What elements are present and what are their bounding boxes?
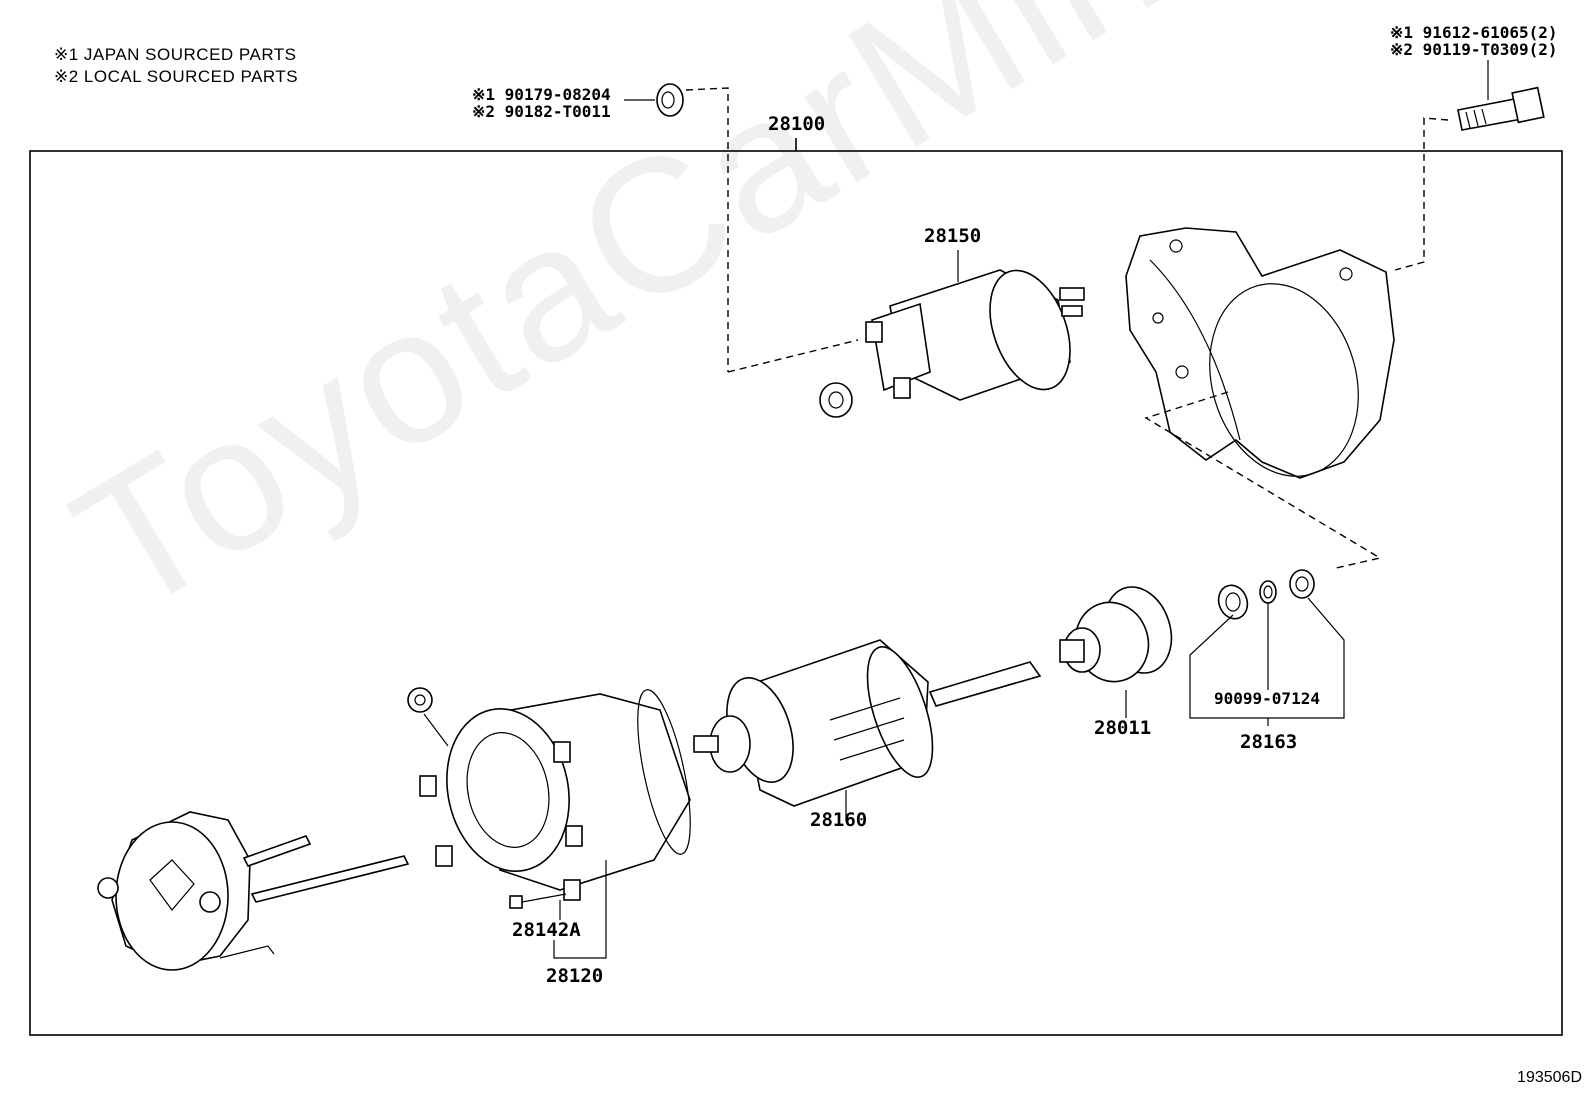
nut-part-number-japan: ※1 90179-08204 — [472, 85, 611, 104]
brush-icon — [509, 879, 581, 909]
armature-icon — [693, 639, 1042, 807]
solenoid-nut-icon — [819, 382, 853, 418]
label-bearing: 90099-07124 — [1214, 689, 1320, 708]
label-bearing-set: 28163 — [1240, 731, 1298, 753]
label-yoke: 28120 — [546, 965, 604, 987]
solenoid-icon — [865, 269, 1085, 401]
bolt-icon — [1457, 86, 1545, 131]
nut-part-number-local: ※2 90182-T0011 — [472, 102, 611, 121]
ring-icon — [1259, 580, 1277, 604]
yoke-icon — [407, 687, 691, 891]
label-assembly: 28100 — [768, 113, 826, 135]
label-clutch: 28011 — [1094, 717, 1152, 739]
bolt-part-number-japan: ※1 91612-61065(2) — [1390, 23, 1558, 42]
seal-icon — [1289, 569, 1315, 599]
drive-housing-icon — [1125, 227, 1395, 479]
note-japan-sourced: ※1 JAPAN SOURCED PARTS — [54, 45, 297, 64]
bearing-icon — [1217, 584, 1249, 620]
label-armature: 28160 — [810, 809, 868, 831]
pinion-clutch-icon — [1059, 586, 1173, 683]
label-solenoid: 28150 — [924, 225, 982, 247]
label-brush: 28142A — [512, 919, 581, 941]
bolt-part-number-local: ※2 90119-T0309(2) — [1390, 40, 1558, 59]
note-local-sourced: ※2 LOCAL SOURCED PARTS — [54, 67, 299, 86]
diagram-code: 193506D — [1517, 1069, 1582, 1086]
nut-icon — [656, 83, 684, 117]
end-frame-icon — [97, 811, 410, 971]
